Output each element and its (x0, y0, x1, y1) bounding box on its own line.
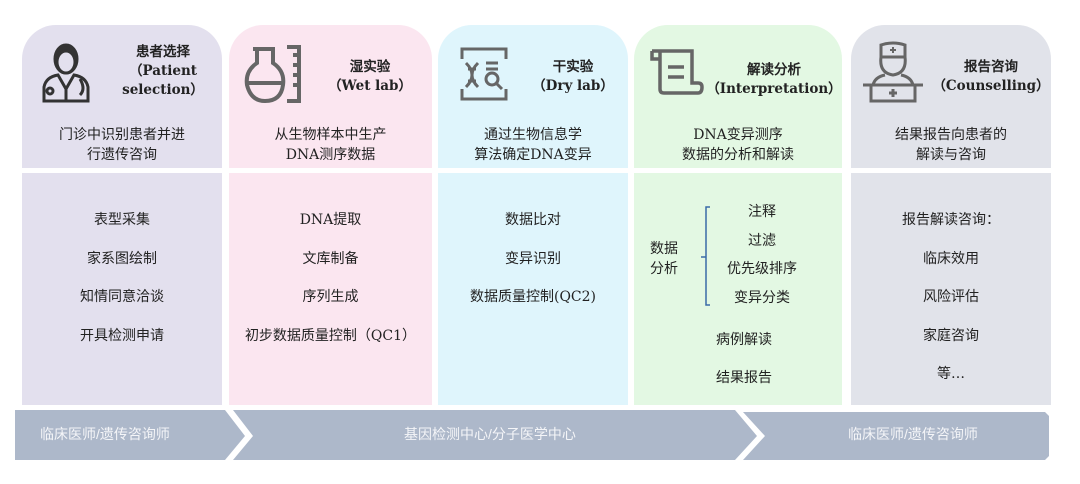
list-item: 家庭咨询 (923, 327, 979, 344)
bar-label: 基因检测中心/分子医学中心 (404, 426, 576, 442)
doctor-icon (42, 43, 90, 103)
analysis-label-line: 数据 (650, 241, 678, 257)
nurse-icon (863, 41, 923, 103)
subtitle: （Interpretation） (706, 81, 842, 97)
list-item: 知情同意洽谈 (80, 289, 164, 305)
list-item: 开具检测申请 (80, 327, 164, 344)
list-item: 文库制备 (302, 250, 359, 267)
desc-line: 门诊中识别患者并进 (59, 127, 185, 143)
desc-line: DNA测序数据 (285, 147, 376, 163)
desc-line: 结果报告向患者的 (895, 127, 1007, 143)
bar-label: 临床医师/遗传咨询师 (848, 426, 978, 442)
subtitle: （Patient selection） (122, 63, 204, 98)
scroll-icon (650, 49, 704, 95)
desc-line: 通过生物信息学 (484, 127, 582, 143)
list-item: 变异分类 (734, 289, 790, 306)
body-interpretation: 数据分析 注释 过滤 优先级排序 变异分类 病例解读 结果报告 (634, 173, 842, 405)
bar-segment-testing-center (233, 410, 757, 460)
desc-line: 算法确定DNA变异 (474, 147, 592, 163)
body-counselling: 报告解读咨询： 临床效用 风险评估 家庭咨询 等… (851, 173, 1051, 405)
header-interpretation: 解读分析 （Interpretation） DNA变异测序数据的分析和解读 (634, 25, 842, 168)
list-item: 家系图绘制 (87, 250, 157, 267)
title: 报告咨询 (964, 59, 1018, 75)
desc-line: 从生物样本中生产 (274, 127, 387, 143)
list-item: 数据质量控制(QC2) (469, 289, 597, 305)
flask-icon (244, 45, 301, 103)
list-item: 过滤 (748, 232, 776, 249)
bar-segment-clinician (15, 410, 245, 460)
brace-icon (701, 206, 710, 306)
header-patient-selection: 患者选择 （Patient selection） 门诊中识别患者并进行遗传咨询 (22, 25, 222, 168)
list-item: 优先级排序 (727, 261, 797, 277)
title: 干实验 (552, 59, 594, 75)
desc-line: 解读与咨询 (916, 147, 986, 163)
title: 患者选择 (136, 44, 190, 60)
list-item: 数据比对 (505, 212, 561, 228)
list-item: 注释 (748, 204, 776, 220)
dna-search-icon (460, 47, 508, 101)
list-item: DNA提取 (299, 212, 362, 228)
subtitle: （Dry lab） (532, 78, 614, 94)
desc-line: 行遗传咨询 (87, 147, 157, 163)
body-wet-lab: DNA提取 文库制备 序列生成 初步数据质量控制（QC1） (229, 173, 432, 405)
header-counselling: 报告咨询 （Counselling） 结果报告向患者的解读与咨询 (851, 25, 1051, 168)
title: 湿实验 (349, 59, 391, 75)
body-patient-selection: 表型采集 家系图绘制 知情同意洽谈 开具检测申请 (22, 173, 222, 405)
bar-segment-clinician-2 (743, 412, 1049, 460)
analysis-label: 数据分析 (650, 239, 678, 279)
desc-line: 数据的分析和解读 (682, 147, 794, 163)
list-item: 序列生成 (302, 289, 359, 305)
list-item: 病例解读 (716, 332, 772, 348)
list-item: 结果报告 (716, 370, 772, 386)
title: 解读分析 (747, 62, 801, 78)
list-item: 风险评估 (923, 289, 979, 305)
body-dry-lab: 数据比对 变异识别 数据质量控制(QC2) (438, 173, 628, 405)
analysis-label-line: 分析 (650, 261, 678, 277)
list-item: 变异识别 (505, 250, 561, 267)
header-wet-lab: 湿实验 （Wet lab） 从生物样本中生产 DNA测序数据 (229, 25, 432, 168)
subtitle: （Counselling） (932, 78, 1050, 94)
list-item: 报告解读咨询： (902, 212, 1000, 228)
list-item: 等… (937, 366, 965, 382)
bar-label: 临床医师/遗传咨询师 (40, 426, 170, 442)
list-item: 临床效用 (923, 250, 979, 267)
list-item: 表型采集 (94, 212, 150, 228)
role-arrow-bar (15, 410, 1049, 460)
header-dry-lab: 干实验 （Dry lab） 通过生物信息学算法确定DNA变异 (438, 25, 628, 168)
subtitle: （Wet lab） (328, 78, 412, 94)
list-item: 初步数据质量控制（QC1） (244, 327, 417, 344)
desc-line: DNA变异测序 (693, 127, 783, 143)
